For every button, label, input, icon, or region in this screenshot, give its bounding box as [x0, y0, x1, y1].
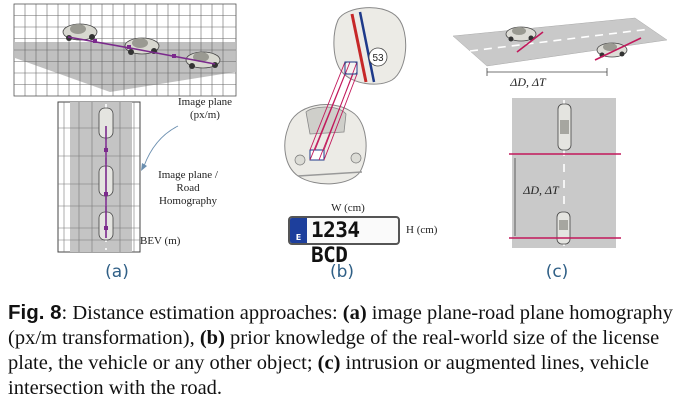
caption-tag-a: (a)	[342, 302, 367, 324]
plate-country: E	[295, 233, 302, 242]
caption-lead: : Distance estimation approaches:	[61, 302, 343, 324]
road-perspective	[452, 17, 668, 67]
panel-a-label: (a)	[105, 262, 129, 282]
plate-number: 1234 BCD	[311, 218, 360, 267]
panel-c-label: (c)	[545, 262, 569, 282]
plate-height-label: H (cm)	[406, 224, 438, 236]
figure-label: Fig. 8	[8, 301, 62, 324]
car-icon	[505, 26, 537, 42]
correspondence-lines	[309, 61, 358, 161]
caption-text-a: image plane-road plane homography (px/m …	[8, 302, 673, 349]
delta-distance-time-top: ΔD, ΔT	[510, 75, 546, 89]
car-icon	[185, 51, 221, 69]
caption-text-b: prior knowledge of the real-world size o…	[8, 327, 660, 374]
bev-label: BEV (m)	[140, 235, 181, 247]
augmented-line-2	[594, 37, 642, 61]
panel-a-figure	[13, 3, 237, 253]
car-icon	[556, 211, 571, 245]
car-number: 53	[372, 53, 384, 64]
bev-trajectory-points	[104, 148, 108, 230]
distance-bracket-top	[486, 68, 608, 76]
caption-tag-c: (c)	[317, 352, 341, 374]
figure-caption: Fig. 8: Distance estimation approaches: …	[8, 300, 676, 401]
image-plane-label: Image plane (px/m)	[177, 96, 233, 121]
augmented-line-1	[516, 31, 544, 53]
car-icon	[124, 37, 160, 55]
trajectory-points	[93, 39, 176, 58]
panel-c-figure	[452, 17, 668, 248]
homography-label: Image plane / Road Homography	[158, 169, 218, 207]
delta-distance-time-side: ΔD, ΔT	[523, 183, 559, 197]
arrow-head-icon	[141, 163, 147, 171]
caption-tag-b: (b)	[199, 327, 225, 349]
car-icon: 53	[333, 7, 407, 85]
eu-band	[290, 218, 307, 243]
image-plane-grid	[13, 3, 237, 97]
caption-text-c: intrusion or augmented lines, vehicle in…	[8, 352, 649, 399]
car-icon	[557, 103, 572, 151]
homography-arrow	[143, 125, 179, 167]
panel-b-label: (b)	[329, 262, 355, 282]
panel-b-figure: 53	[284, 7, 407, 185]
car-icon	[596, 42, 628, 58]
car-icon	[62, 23, 98, 41]
license-plate: E 1234 BCD	[288, 216, 400, 267]
plate-width-label: W (cm)	[331, 202, 365, 214]
